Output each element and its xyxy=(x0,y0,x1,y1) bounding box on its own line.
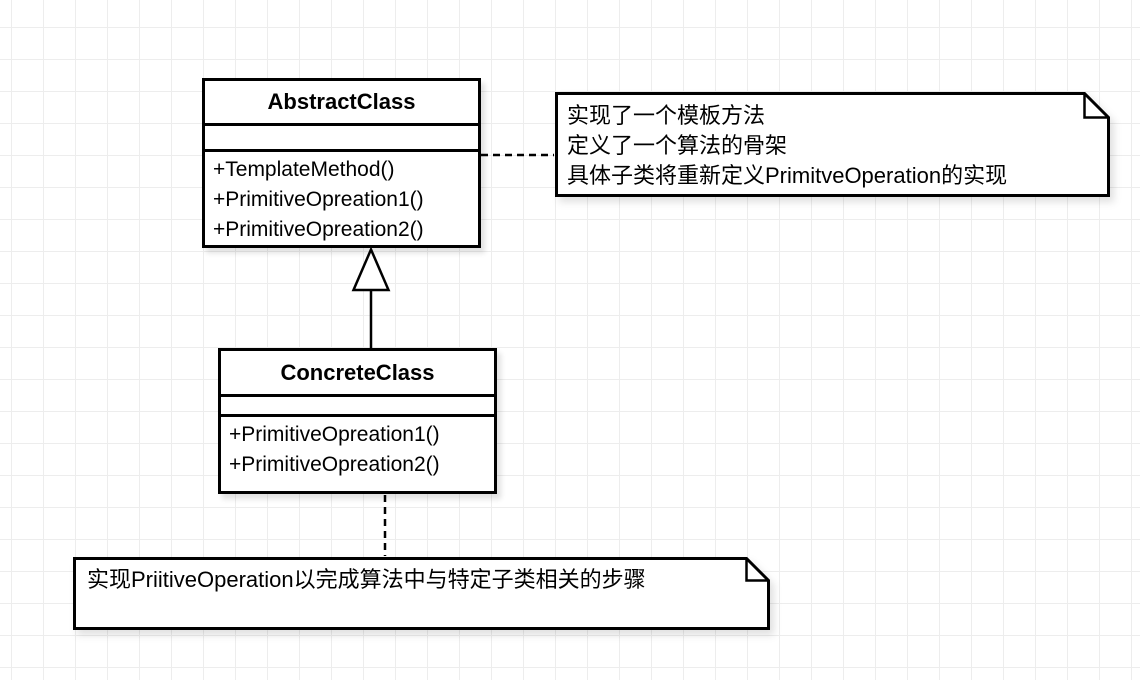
class-methods-concreteclass: +PrimitiveOpreation1() +PrimitiveOpreati… xyxy=(221,417,494,483)
class-attributes-abstractclass xyxy=(205,126,478,152)
note-body xyxy=(73,557,770,630)
note-fold-corner-icon xyxy=(1083,93,1109,119)
note-body xyxy=(555,92,1110,197)
note-line: 具体子类将重新定义PrimitveOperation的实现 xyxy=(567,163,1008,188)
method-label: +PrimitiveOpreation2() xyxy=(229,453,440,476)
method-label: +TemplateMethod() xyxy=(213,158,395,181)
note-template-method[interactable]: 实现了一个模板方法 定义了一个算法的骨架 具体子类将重新定义PrimitveOp… xyxy=(555,92,1110,197)
class-title-concreteclass: ConcreteClass xyxy=(221,351,494,397)
class-methods-abstractclass: +TemplateMethod() +PrimitiveOpreation1()… xyxy=(205,152,478,248)
class-box-concreteclass[interactable]: ConcreteClass +PrimitiveOpreation1() +Pr… xyxy=(218,348,497,494)
note-fold-corner-icon xyxy=(745,558,769,582)
class-box-abstractclass[interactable]: AbstractClass +TemplateMethod() +Primiti… xyxy=(202,78,481,248)
class-title-abstractclass: AbstractClass xyxy=(205,81,478,126)
note-line: 定义了一个算法的骨架 xyxy=(567,133,788,158)
note-shape xyxy=(555,92,1110,197)
method-label: +PrimitiveOpreation1() xyxy=(213,188,424,211)
note-text: 实现了一个模板方法 定义了一个算法的骨架 具体子类将重新定义PrimitveOp… xyxy=(555,92,1110,197)
method-label: +PrimitiveOpreation1() xyxy=(229,423,440,446)
method-label: +PrimitiveOpreation2() xyxy=(213,218,424,241)
note-text: 实现PriitiveOperation以完成算法中与特定子类相关的步骤 xyxy=(73,557,770,630)
generalization-triangle-icon[interactable] xyxy=(351,246,391,292)
note-line: 实现了一个模板方法 xyxy=(567,103,766,128)
note-primitive-operation[interactable]: 实现PriitiveOperation以完成算法中与特定子类相关的步骤 xyxy=(73,557,770,630)
note-line: 实现PriitiveOperation以完成算法中与特定子类相关的步骤 xyxy=(87,567,646,592)
class-attributes-concreteclass xyxy=(221,397,494,417)
note-shape xyxy=(73,557,770,630)
